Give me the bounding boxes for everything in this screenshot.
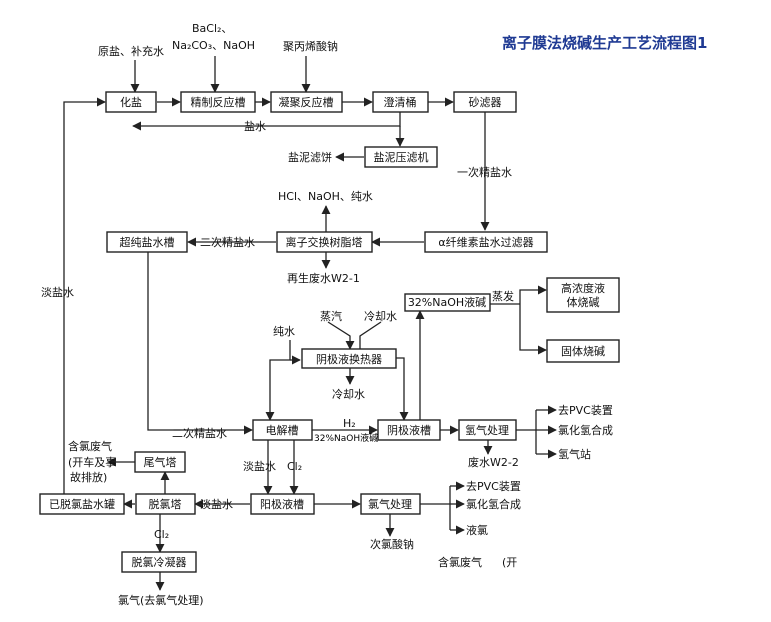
- box-label: 盐泥压滤机: [374, 150, 429, 164]
- box-sand-filter: 砂滤器: [453, 91, 517, 113]
- box-label: α纤维素盐水过滤器: [438, 236, 533, 249]
- box-cellulose-filter: α纤维素盐水过滤器: [424, 231, 548, 253]
- label-dilute-brine-3: 淡盐水: [200, 498, 233, 511]
- box-label: 凝聚反应槽: [279, 95, 334, 109]
- box-dechlorinated-brine-tank: 已脱氯盐水罐: [39, 493, 125, 515]
- label-naoh-32: 32%NaOH液碱: [314, 432, 378, 444]
- label-cl2-2: Cl₂: [154, 528, 169, 541]
- label-hcl-synthesis-1: 氯化氢合成: [558, 423, 613, 437]
- box-label: 澄清桶: [384, 95, 417, 109]
- box-chengqing: 澄清桶: [372, 91, 429, 113]
- box-anolyte-tank: 阳极液槽: [250, 493, 315, 515]
- box-label: 阴极液换热器: [316, 352, 382, 366]
- label-cl2-1: Cl₂: [287, 460, 302, 473]
- label-h2: H₂: [343, 417, 356, 430]
- box-ion-exchange-tower: 离子交换树脂塔: [276, 231, 373, 253]
- label-dilute-brine-2: 淡盐水: [243, 460, 276, 473]
- label-secondary-brine-2: 二次精盐水: [172, 426, 227, 440]
- box-label: 离子交换树脂塔: [286, 235, 363, 249]
- label-secondary-brine-1: 二次精盐水: [200, 235, 255, 249]
- box-dechlorination-tower: 脱氯塔: [135, 493, 196, 515]
- label-hcl-synthesis-2: 氯化氢合成: [466, 497, 521, 511]
- label-pure-water: 纯水: [273, 325, 295, 338]
- diagram-title: 离子膜法烧碱生产工艺流程图1: [502, 34, 707, 52]
- label-to-pvc-1: 去PVC装置: [558, 404, 613, 417]
- label-bacl2: BaCl₂、: [192, 22, 232, 35]
- box-solid-caustic: 固体烧碱: [546, 339, 620, 363]
- label-regen-wastewater: 再生废水W2-1: [287, 271, 360, 285]
- label-sodium-hypochlorite: 次氯酸钠: [370, 537, 414, 551]
- box-tail-gas-tower: 尾气塔: [134, 451, 186, 473]
- box-naoh-32: 32%NaOH液碱: [404, 293, 491, 312]
- box-label: 脱氯塔: [149, 497, 182, 511]
- label-polyacrylate: 聚丙烯酸钠: [283, 39, 338, 53]
- box-label: 32%NaOH液碱: [408, 295, 486, 309]
- label-mud-cake: 盐泥滤饼: [288, 150, 332, 164]
- label-hydrogen-station: 氢气站: [558, 447, 591, 461]
- box-catholyte-heat-exchanger: 阴极液换热器: [301, 348, 397, 369]
- label-hcl-naoh-water: HCl、NaOH、纯水: [278, 190, 373, 203]
- box-label-2: 体烧碱: [567, 295, 600, 309]
- box-label: 阴极液槽: [387, 423, 431, 437]
- label-startup-2: 故排放): [70, 470, 107, 484]
- box-label: 氯气处理: [368, 497, 412, 511]
- label-primary-brine: 一次精盐水: [457, 165, 512, 179]
- box-label: 超纯盐水槽: [120, 235, 175, 249]
- label-chlorine-gas-2: 含氯废气: [438, 555, 482, 569]
- label-cooling-water-out: 冷却水: [332, 388, 365, 401]
- box-label: 已脱氯盐水罐: [49, 497, 115, 511]
- label-wastewater-w22: 废水W2-2: [468, 455, 519, 469]
- label-raw-salt: 原盐、补充水: [98, 44, 164, 58]
- box-dechlor-condenser: 脱氯冷凝器: [121, 551, 197, 573]
- box-chlorine-treatment: 氯气处理: [360, 493, 421, 515]
- label-liquid-chlorine: 液氯: [466, 523, 488, 537]
- box-label: 固体烧碱: [561, 344, 605, 358]
- box-ultrapure-brine-tank: 超纯盐水槽: [106, 231, 188, 253]
- label-evaporation: 蒸发: [492, 289, 514, 303]
- box-ningju-reaction-tank: 凝聚反应槽: [270, 91, 343, 113]
- flow-labels: 原盐、补充水 BaCl₂、 Na₂CO₃、NaOH 聚丙烯酸钠 盐水 盐泥滤饼 …: [41, 22, 613, 607]
- box-label: 尾气塔: [144, 455, 177, 469]
- box-huayan: 化盐: [105, 91, 157, 113]
- label-chlorine-out: 氯气(去氯气处理): [118, 593, 204, 607]
- label-na2co3: Na₂CO₃、NaOH: [172, 39, 255, 52]
- box-high-conc-caustic: 高浓度液 体烧碱: [546, 277, 620, 313]
- box-label: 化盐: [120, 95, 142, 109]
- box-mud-press: 盐泥压滤机: [364, 146, 438, 168]
- flow-connectors: [63, 56, 557, 591]
- box-label: 电解槽: [266, 423, 299, 437]
- label-steam: 蒸汽: [320, 309, 342, 323]
- box-catholyte-tank: 阴极液槽: [377, 419, 441, 441]
- box-jingzhi-reaction-tank: 精制反应槽: [180, 91, 256, 113]
- label-chlorine-gas-1: 含氯废气: [68, 439, 112, 453]
- label-to-pvc-2: 去PVC装置: [466, 480, 521, 493]
- box-label: 高浓度液: [561, 281, 605, 295]
- box-label: 氢气处理: [465, 423, 509, 437]
- label-cooling-water-in: 冷却水: [364, 310, 397, 323]
- label-brine: 盐水: [244, 120, 266, 133]
- box-label: 精制反应槽: [191, 95, 246, 109]
- box-electrolyzer: 电解槽: [252, 419, 313, 441]
- box-hydrogen-treatment: 氢气处理: [458, 419, 517, 441]
- label-startup-1: (开车及事: [68, 455, 116, 469]
- box-label: 脱氯冷凝器: [132, 555, 187, 569]
- label-dilute-brine-return: 淡盐水: [41, 286, 74, 299]
- label-startup-3: (开: [502, 556, 517, 569]
- box-label: 砂滤器: [469, 96, 502, 109]
- box-label: 阳极液槽: [260, 497, 304, 511]
